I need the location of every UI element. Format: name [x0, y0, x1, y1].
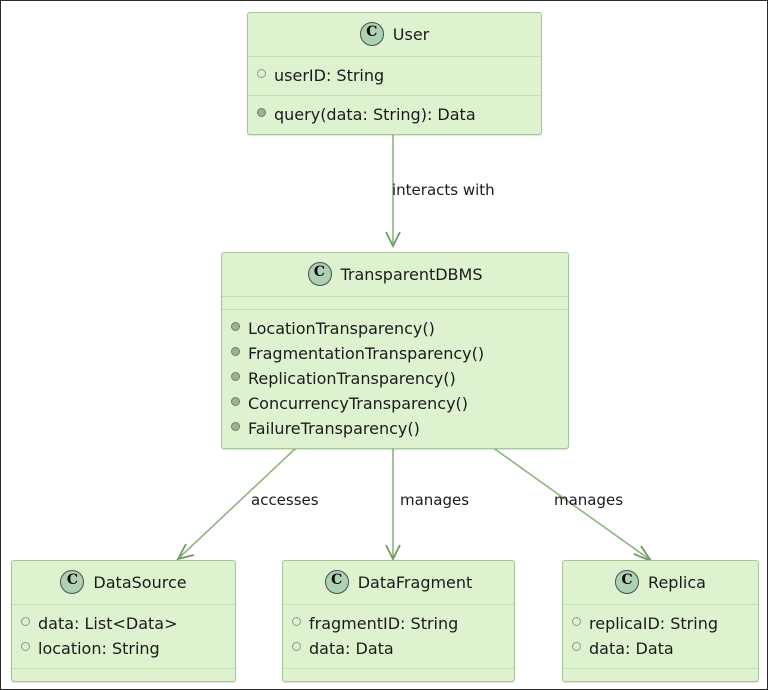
class-box-transparentdbms[interactable]: C TransparentDBMS LocationTransparency()… [221, 252, 569, 449]
class-title-transparentdbms: C TransparentDBMS [222, 253, 568, 297]
method-row: LocationTransparency() [231, 316, 559, 341]
class-box-datafragment[interactable]: C DataFragment fragmentID: String data: … [282, 560, 515, 682]
edge-label-interacts-with: interacts with [392, 181, 495, 199]
method-row: query(data: String): Data [257, 102, 532, 127]
public-method-marker-icon [231, 422, 240, 431]
method-text: ConcurrencyTransparency() [248, 394, 469, 413]
attribute-row: fragmentID: String [292, 611, 505, 636]
method-text: LocationTransparency() [248, 319, 435, 338]
class-name-datafragment: DataFragment [357, 572, 473, 592]
methods-compartment-user: query(data: String): Data [248, 96, 541, 134]
class-title-user: C User [248, 13, 541, 57]
method-row: FailureTransparency() [231, 416, 559, 441]
class-title-datafragment: C DataFragment [283, 561, 514, 605]
method-text: FragmentationTransparency() [248, 344, 485, 363]
attribute-text: location: String [38, 639, 160, 658]
class-circle-icon: C [307, 262, 332, 286]
attribute-row: userID: String [257, 63, 532, 88]
class-circle-icon: C [615, 570, 640, 594]
method-row: FragmentationTransparency() [231, 341, 559, 366]
attribute-text: data: Data [589, 639, 674, 658]
attributes-compartment-replica: replicaID: String data: Data [563, 605, 758, 669]
attributes-compartment-datafragment: fragmentID: String data: Data [283, 605, 514, 669]
public-method-marker-icon [231, 347, 240, 356]
edge-label-manages-replica: manages [554, 491, 624, 509]
attribute-text: userID: String [274, 66, 385, 85]
attributes-compartment-datasource: data: List<Data> location: String [12, 605, 235, 669]
attribute-text: fragmentID: String [309, 614, 459, 633]
class-name-user: User [392, 24, 430, 44]
class-box-replica[interactable]: C Replica replicaID: String data: Data [562, 560, 759, 682]
class-box-datasource[interactable]: C DataSource data: List<Data> location: … [11, 560, 236, 682]
public-method-marker-icon [231, 372, 240, 381]
attribute-text: data: List<Data> [38, 614, 178, 633]
public-method-marker-icon [231, 322, 240, 331]
public-field-marker-icon [572, 617, 581, 626]
class-circle-icon: C [324, 570, 349, 594]
attributes-compartment-transparentdbms [222, 297, 568, 310]
attribute-text: replicaID: String [589, 614, 718, 633]
method-text: FailureTransparency() [248, 419, 420, 438]
methods-compartment-transparentdbms: LocationTransparency() FragmentationTran… [222, 310, 568, 448]
method-text: query(data: String): Data [274, 105, 476, 124]
public-field-marker-icon [572, 642, 581, 651]
attribute-row: replicaID: String [572, 611, 749, 636]
class-title-datasource: C DataSource [12, 561, 235, 605]
public-field-marker-icon [257, 69, 266, 78]
attributes-compartment-user: userID: String [248, 57, 541, 96]
method-row: ReplicationTransparency() [231, 366, 559, 391]
method-text: ReplicationTransparency() [248, 369, 456, 388]
attribute-row: location: String [21, 636, 226, 661]
class-circle-icon: C [359, 22, 384, 46]
public-method-marker-icon [257, 108, 266, 117]
attribute-row: data: Data [572, 636, 749, 661]
attribute-row: data: Data [292, 636, 505, 661]
class-circle-icon: C [60, 570, 85, 594]
edge-manages-fragment [385, 447, 401, 562]
public-field-marker-icon [21, 642, 30, 651]
class-box-user[interactable]: C User userID: String query(data: String… [247, 12, 542, 135]
methods-compartment-datafragment [283, 669, 514, 681]
public-field-marker-icon [21, 617, 30, 626]
edge-label-manages-fragment: manages [400, 491, 470, 509]
class-name-replica: Replica [648, 572, 706, 592]
class-name-transparentdbms: TransparentDBMS [340, 264, 483, 284]
edge-label-accesses: accesses [251, 491, 319, 509]
class-title-replica: C Replica [563, 561, 758, 605]
method-row: ConcurrencyTransparency() [231, 391, 559, 416]
methods-compartment-datasource [12, 669, 235, 681]
attribute-row: data: List<Data> [21, 611, 226, 636]
public-field-marker-icon [292, 642, 301, 651]
public-field-marker-icon [292, 617, 301, 626]
public-method-marker-icon [231, 397, 240, 406]
class-name-datasource: DataSource [93, 572, 187, 592]
methods-compartment-replica [563, 669, 758, 681]
attribute-text: data: Data [309, 639, 394, 658]
